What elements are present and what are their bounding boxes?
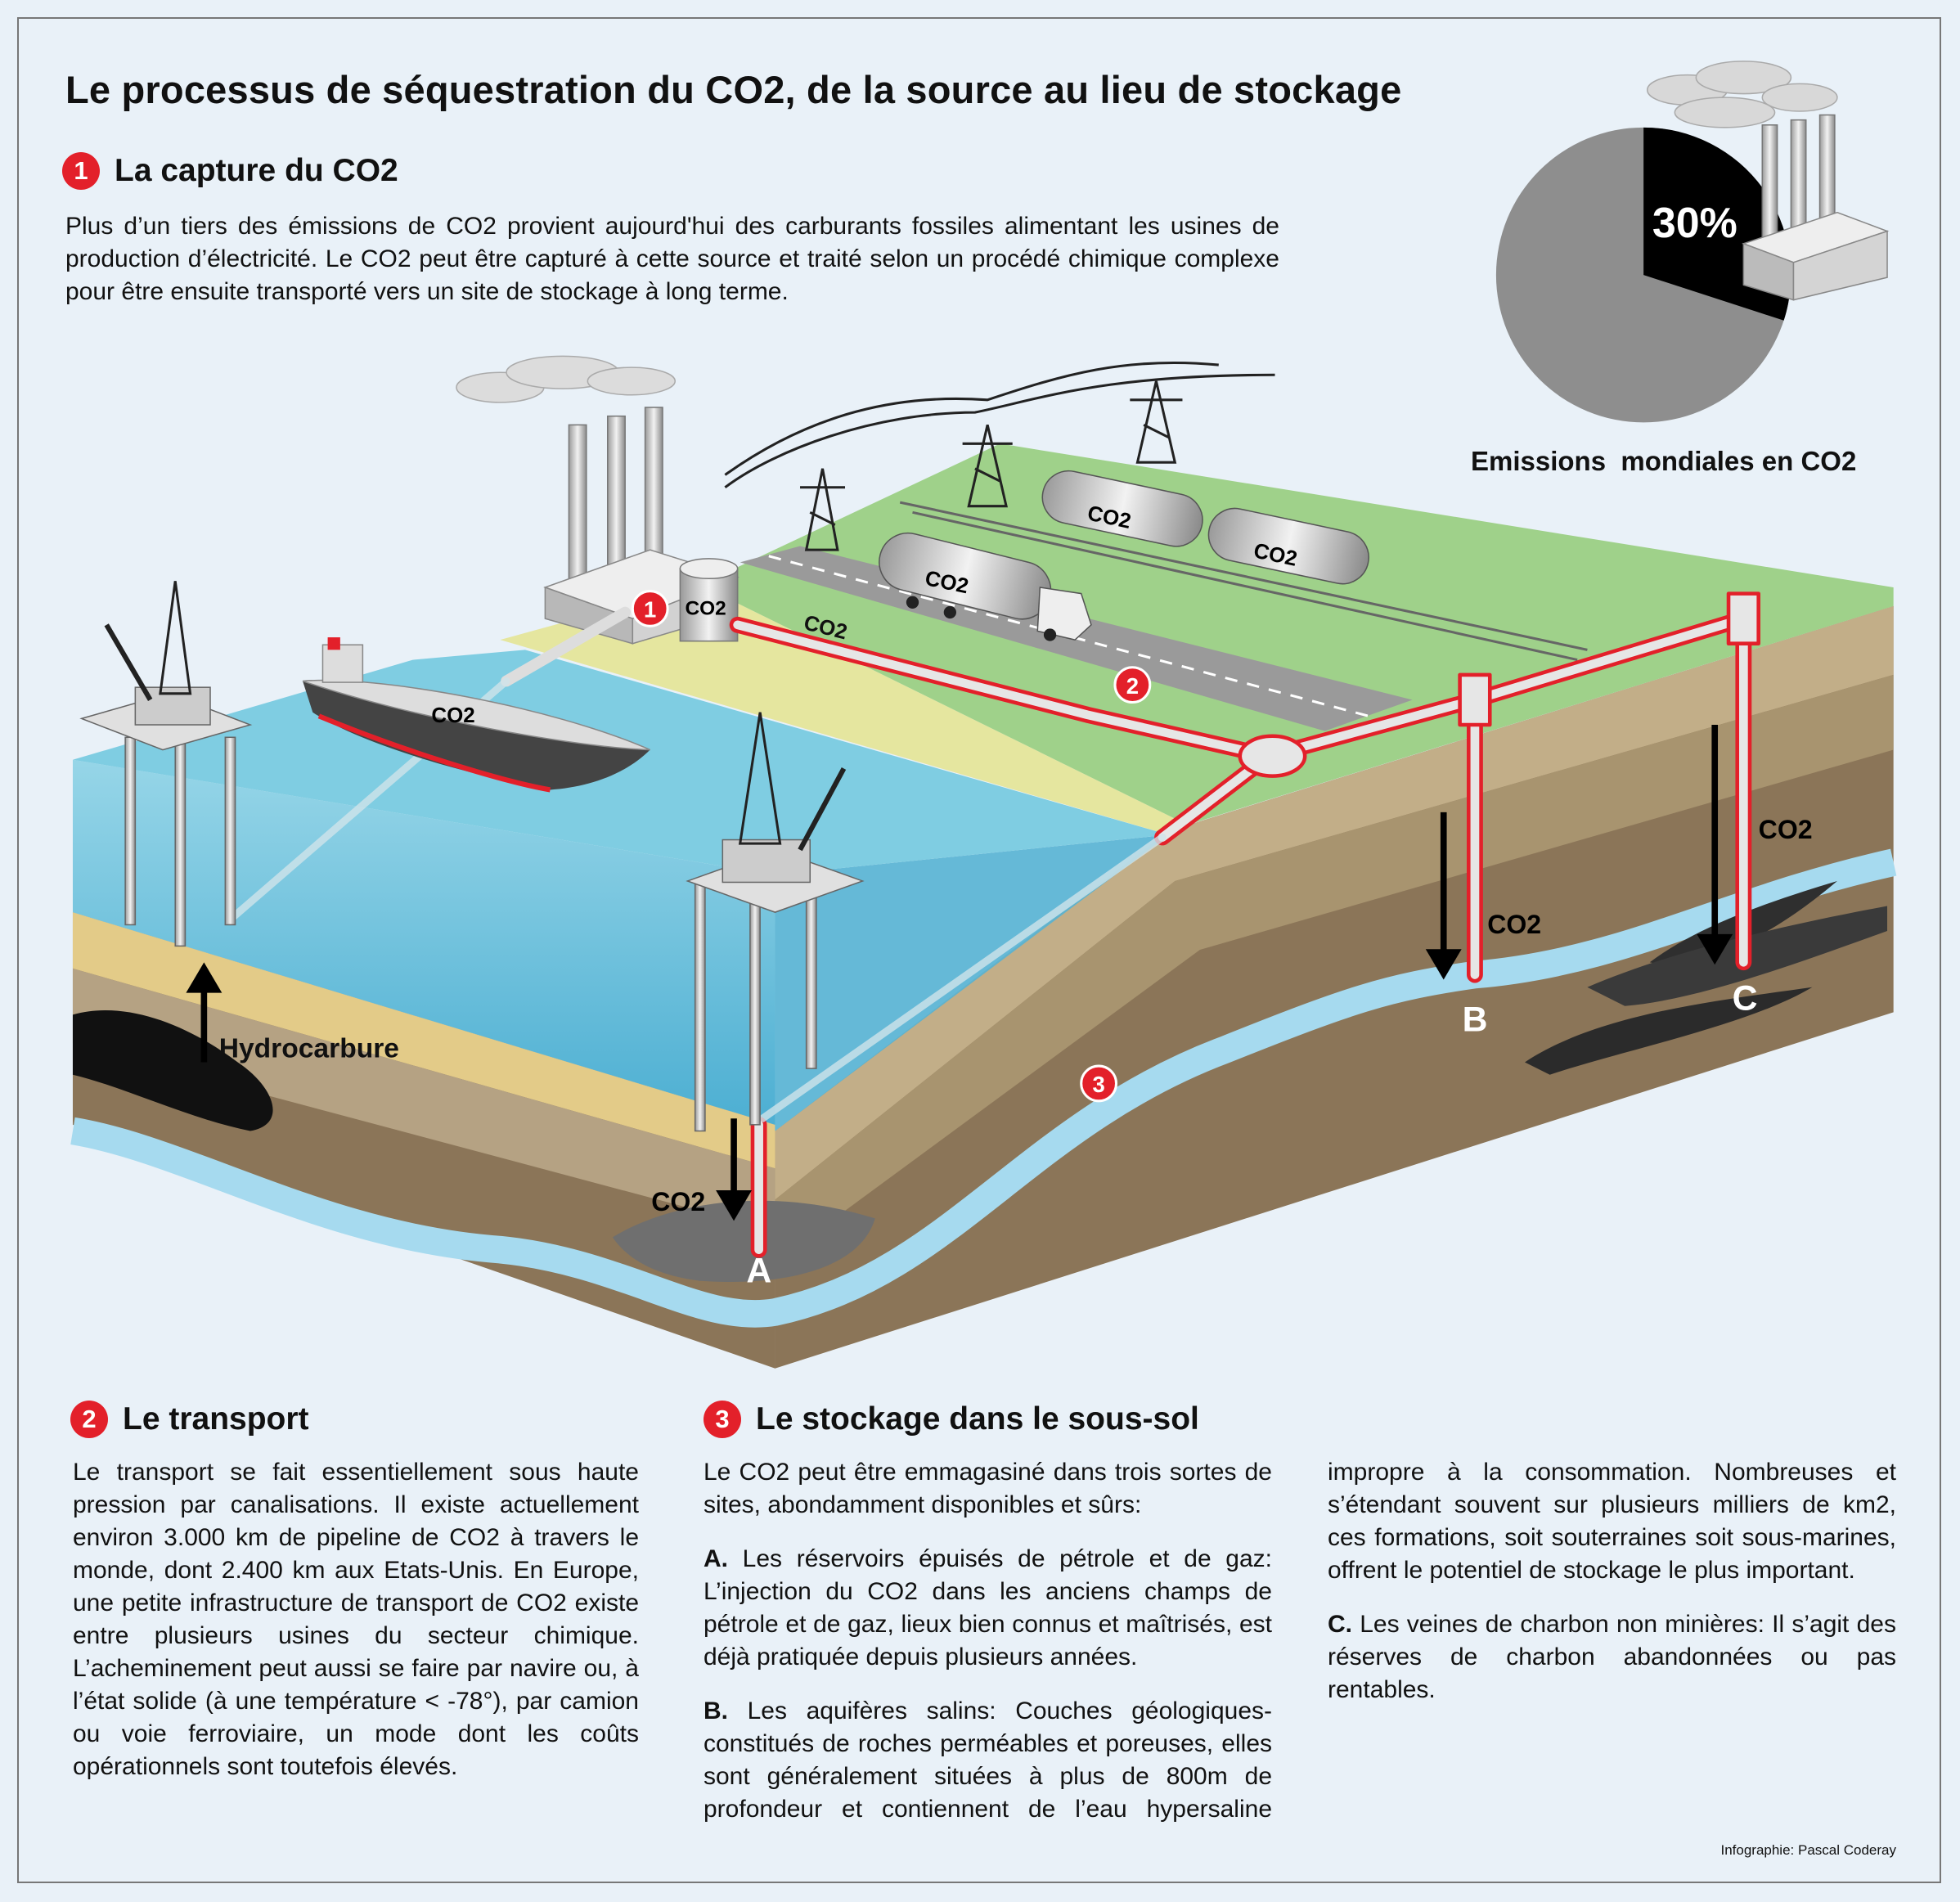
- well-c-label: C: [1733, 978, 1758, 1018]
- heading-text: Le transport: [123, 1401, 309, 1437]
- item-text: Les veines de charbon non minières: Il s…: [1328, 1611, 1896, 1703]
- section-stockage-heading: 3 Le stockage dans le sous-sol: [704, 1401, 1199, 1438]
- pylon-icon: [800, 468, 846, 551]
- rail-car-co2: CO2: [1041, 470, 1203, 547]
- heading-text: Le stockage dans le sous-sol: [756, 1401, 1199, 1437]
- credit: Infographie: Pascal Coderay: [1720, 1842, 1896, 1858]
- item-text: Les aquifères salins: Couches géologique…: [704, 1459, 1896, 1823]
- svg-text:2: 2: [1126, 673, 1139, 699]
- oil-platform-left: [79, 581, 253, 947]
- pylon-icon: [962, 425, 1013, 508]
- hydrocarbure-label: Hydrocarbure: [219, 1033, 399, 1063]
- depleted-reservoir: [612, 1200, 875, 1282]
- land: [699, 443, 1894, 825]
- pie-percent-label: 30%: [1652, 200, 1737, 247]
- rail-car-co2: CO2: [1207, 507, 1369, 585]
- svg-text:CO2: CO2: [431, 703, 474, 727]
- step-badge: 2: [70, 1401, 108, 1438]
- truck-co2: CO2: [879, 532, 1092, 641]
- stockage-item-c: C. Les veines de charbon non minières: I…: [1328, 1608, 1896, 1706]
- item-label: B.: [704, 1697, 728, 1724]
- step-badge: 3: [704, 1401, 741, 1438]
- beach: [500, 584, 1188, 835]
- power-line: [724, 361, 1275, 551]
- well-c-co2-label: CO2: [1759, 815, 1813, 844]
- well-a-co2-label: CO2: [651, 1187, 705, 1216]
- saline-aquifer-layer: [70, 848, 1897, 1328]
- svg-text:CO2: CO2: [685, 598, 726, 620]
- section-transport-heading: 2 Le transport: [70, 1401, 309, 1438]
- pie-factory-icon: [1646, 61, 1890, 301]
- capture-text: Plus d’un tiers des émissions de CO2 pro…: [65, 213, 1279, 305]
- stockage-intro: Le CO2 peut être emmagasiné dans trois s…: [704, 1459, 1272, 1518]
- railway: [899, 501, 1588, 662]
- stockage-text: Le CO2 peut être emmagasiné dans trois s…: [704, 1456, 1896, 1841]
- item-label: C.: [1328, 1611, 1352, 1638]
- coal-seam: [1525, 987, 1813, 1075]
- co2-tanker-ship: CO2: [302, 637, 651, 793]
- oil-platform-center: [686, 712, 865, 1132]
- stockage-item-b: B. Les aquifères salins: Couches géologi…: [704, 1456, 1896, 1841]
- svg-text:1: 1: [644, 597, 656, 623]
- page-title: Le processus de séquestration du CO2, de…: [65, 68, 1402, 111]
- infographic-frame: [17, 17, 1941, 1883]
- ground-cross-section: [70, 605, 1897, 1369]
- step-badge-3: 3: [1080, 1064, 1118, 1103]
- co2-capture-tank: CO2: [679, 558, 739, 642]
- section-capture-heading: 1 La capture du CO2: [62, 152, 398, 190]
- well-b-label: B: [1463, 1000, 1488, 1039]
- pylon-icon: [1130, 380, 1183, 464]
- well-b-co2-label: CO2: [1487, 910, 1541, 939]
- pie-caption: Emissions mondiales en CO2: [1471, 446, 1857, 476]
- svg-text:3: 3: [1092, 1072, 1104, 1097]
- step-badge-1: 1: [631, 590, 669, 627]
- stockage-item-a: A. Les réservoirs épuisés de pétrole et …: [704, 1543, 1272, 1674]
- transport-text: Le transport se fait essentiellement sou…: [73, 1459, 639, 1780]
- item-text: Les réservoirs épuisés de pétrole et de …: [704, 1545, 1272, 1670]
- power-plant: CO2: [456, 355, 739, 645]
- hydrocarbon-deposit: [72, 1010, 273, 1131]
- arrow-icon: [186, 725, 1733, 1221]
- heading-text: La capture du CO2: [115, 153, 398, 188]
- step-badge: 1: [62, 152, 100, 190]
- item-label: A.: [704, 1545, 728, 1572]
- co2-pipeline: CO2: [227, 591, 1760, 1258]
- step-badge-2: 2: [1113, 666, 1152, 704]
- well-a-label: A: [746, 1251, 771, 1290]
